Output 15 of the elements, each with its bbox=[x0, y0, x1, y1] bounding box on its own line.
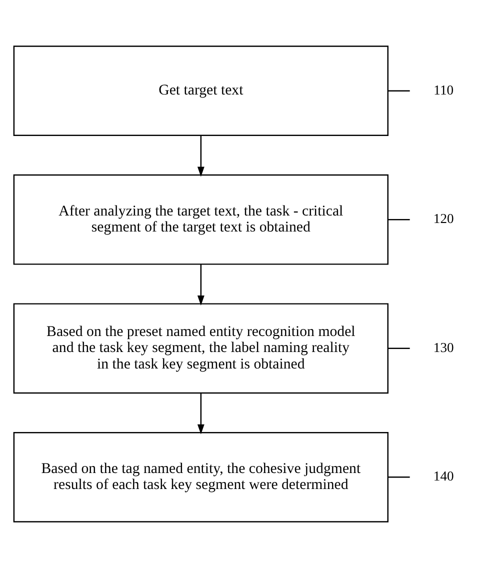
arrow bbox=[196, 135, 204, 176]
connector bbox=[388, 90, 410, 91]
connector bbox=[388, 218, 410, 220]
connector bbox=[388, 476, 410, 478]
node-box: Get target text bbox=[12, 45, 388, 136]
node-text: 130 bbox=[432, 339, 454, 354]
node-text: 140 bbox=[432, 468, 454, 484]
node-box: Based on the preset named entity recognition model and the task key segment, the label naming reality in the task key segment is obtained bbox=[12, 302, 388, 394]
node-box: After analyzing the target text, the task - critical segment of the target text is obtained bbox=[12, 174, 388, 264]
node-box: Based on the tag named entity, the cohesive judgment results of each task key segment were determined bbox=[12, 431, 388, 522]
arrow bbox=[196, 392, 204, 434]
arrow bbox=[196, 264, 204, 305]
node-text: 110 bbox=[433, 82, 454, 97]
node-text: 120 bbox=[432, 210, 454, 226]
connector bbox=[388, 347, 410, 348]
